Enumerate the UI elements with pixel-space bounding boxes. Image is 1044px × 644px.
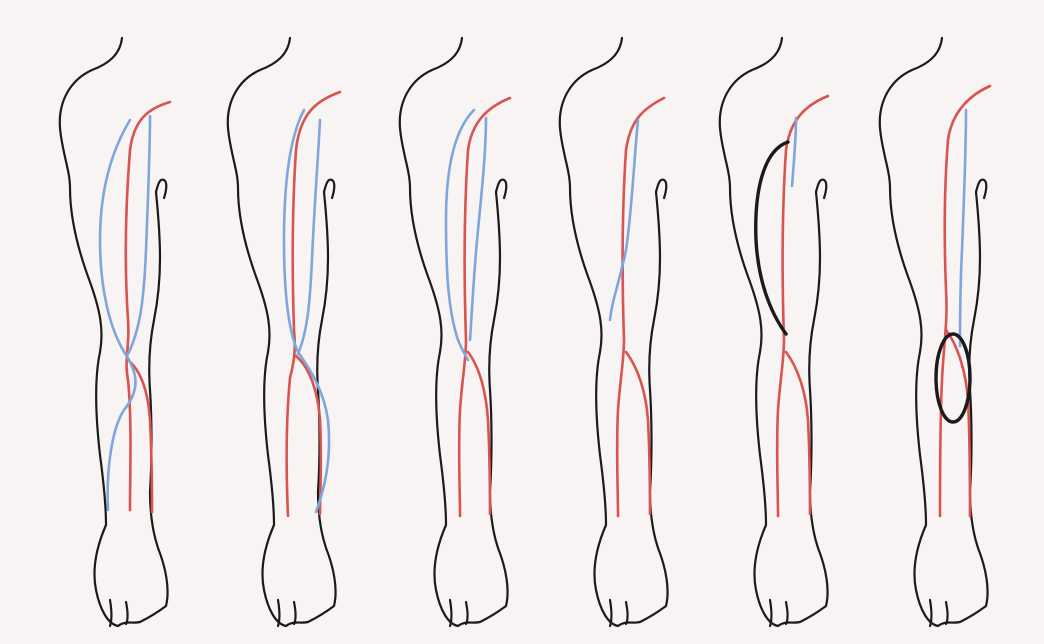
vein-branch-2 bbox=[298, 120, 320, 354]
arm-panel-6 bbox=[880, 38, 990, 626]
arm-panel-3 bbox=[400, 38, 510, 626]
vein-branch-1 bbox=[128, 116, 150, 354]
vein-path-3 bbox=[446, 110, 474, 360]
arm-panel-2 bbox=[228, 38, 340, 626]
arm-outline-3 bbox=[400, 38, 508, 626]
arm-outline-5 bbox=[720, 38, 828, 626]
artery-branch-3 bbox=[468, 352, 490, 514]
arm-panel-5 bbox=[720, 38, 828, 626]
artery-branch-4 bbox=[626, 352, 650, 514]
vein-path-2 bbox=[284, 110, 329, 512]
arm-panel-1 bbox=[60, 38, 170, 626]
vein-path-6 bbox=[960, 110, 966, 346]
artery-path-5 bbox=[777, 96, 828, 516]
arm-outline-6 bbox=[880, 38, 988, 626]
vein-branch-3 bbox=[470, 118, 486, 340]
arm-panel-4 bbox=[560, 38, 668, 626]
arm-outline-4 bbox=[560, 38, 668, 626]
artery-branch-5 bbox=[786, 352, 810, 514]
artery-path-2 bbox=[287, 92, 340, 516]
